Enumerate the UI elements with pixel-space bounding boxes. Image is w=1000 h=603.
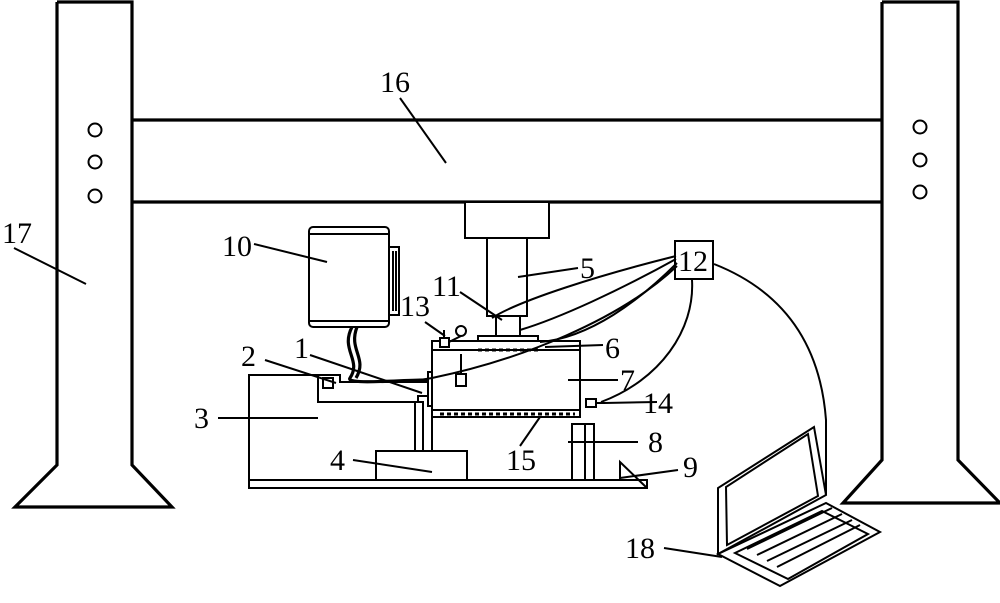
label-2: 2: [241, 340, 256, 373]
label-13: 13: [400, 290, 430, 323]
motor: [308, 226, 400, 328]
label-15: 15: [506, 444, 536, 477]
label-16: 16: [380, 66, 410, 99]
label-14: 14: [643, 387, 673, 420]
label-4: 4: [330, 444, 345, 477]
temperature-sensor: [585, 398, 605, 408]
laptop: [715, 425, 883, 588]
label-5: 5: [580, 252, 595, 285]
data-acquisition: [674, 240, 714, 280]
label-10: 10: [222, 230, 252, 263]
displacement-sensor: [439, 325, 467, 348]
leader-lines: [13, 97, 723, 558]
label-12: 12: [678, 245, 708, 278]
left-column: [11, 0, 176, 509]
label-11: 11: [432, 270, 461, 303]
label-7: 7: [620, 364, 635, 397]
test-chamber: [431, 340, 581, 418]
part-labels: 17 16 10 5 12 11 13 6 2 1 7 14 3 8 4 15 …: [2, 66, 708, 565]
signal-wires: [419, 255, 827, 495]
crossbeam: [132, 118, 882, 204]
label-18: 18: [625, 532, 655, 565]
label-3: 3: [194, 402, 209, 435]
chamber-supports: [431, 417, 595, 481]
label-1: 1: [294, 332, 309, 365]
right-column: [839, 0, 1000, 505]
label-6: 6: [605, 332, 620, 365]
motor-cable: [346, 326, 429, 384]
label-9: 9: [683, 451, 698, 484]
label-8: 8: [648, 426, 663, 459]
label-17: 17: [2, 217, 32, 250]
